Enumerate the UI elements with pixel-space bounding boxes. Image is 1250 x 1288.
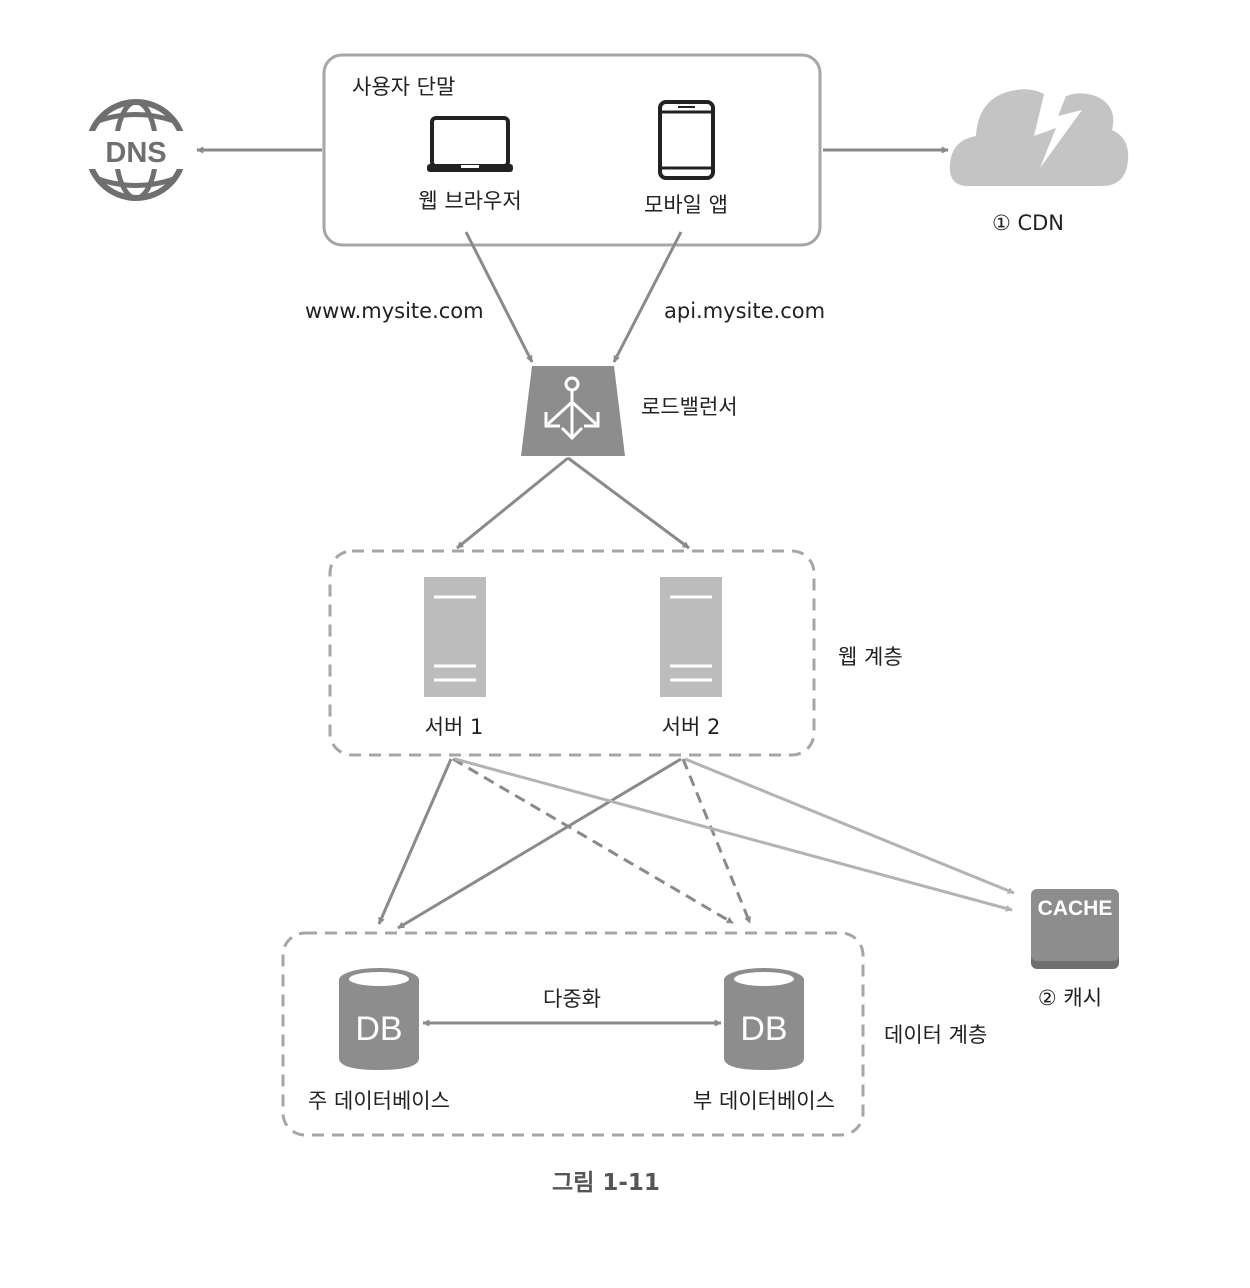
user-devices-title: 사용자 단말 <box>352 75 455 99</box>
replication-label: 다중화 <box>543 987 601 1011</box>
user-devices-box <box>322 53 822 247</box>
slave-db-text: DB <box>740 1010 787 1048</box>
master-db-icon: DB <box>339 968 419 1070</box>
cache-label: ② 캐시 <box>1038 986 1102 1010</box>
figure-caption: 그림 1-11 <box>552 1170 660 1196</box>
data-tier-label: 데이터 계층 <box>884 1023 987 1047</box>
arrow-server1-to-slave-db-dashed <box>452 757 734 925</box>
arrow-server2-to-master-db <box>397 757 682 930</box>
load-balancer-label: 로드밸런서 <box>641 395 738 419</box>
server2-icon <box>660 577 722 697</box>
user-devices-group: 사용자 단말 웹 브라우저 모바일 앱 <box>322 53 822 247</box>
dns-globe-icon: DNS <box>84 99 188 201</box>
api-url-label: api.mysite.com <box>664 299 825 323</box>
server1-label: 서버 1 <box>425 715 484 739</box>
server2-label: 서버 2 <box>662 715 721 739</box>
web-tier-box <box>328 549 816 757</box>
dns-label: DNS <box>105 137 166 169</box>
arrow-lb-to-server2 <box>567 456 690 550</box>
arrow-server2-to-cache <box>684 757 1015 895</box>
web-browser-label: 웹 브라우저 <box>418 189 521 213</box>
master-db-text: DB <box>355 1010 402 1048</box>
mobile-phone-icon <box>658 100 715 180</box>
mobile-app-label: 모바일 앱 <box>644 193 728 217</box>
master-db-label: 주 데이터베이스 <box>308 1089 450 1113</box>
cdn-label: ① CDN <box>992 211 1064 235</box>
cache-box-text: CACHE <box>1038 897 1113 920</box>
arrow-server1-to-master-db <box>377 758 453 925</box>
laptop-icon <box>427 116 513 172</box>
server1-icon <box>424 577 486 697</box>
arrow-web-to-lb <box>464 231 534 363</box>
arrow-api-to-lb <box>612 231 683 363</box>
cdn-cloud-icon <box>949 86 1129 186</box>
data-tier-box <box>281 931 865 1137</box>
slave-db-icon: DB <box>724 968 804 1070</box>
web-tier-label: 웹 계층 <box>838 645 903 669</box>
web-url-label: www.mysite.com <box>305 299 484 323</box>
arrow-server1-to-cache <box>454 757 1013 912</box>
arrow-server2-to-slave-db-dashed <box>681 758 752 924</box>
slave-db-label: 부 데이터베이스 <box>693 1089 835 1113</box>
load-balancer-icon <box>521 366 625 456</box>
cache-icon: CACHE <box>1031 889 1119 969</box>
arrow-lb-to-server1 <box>456 456 569 550</box>
